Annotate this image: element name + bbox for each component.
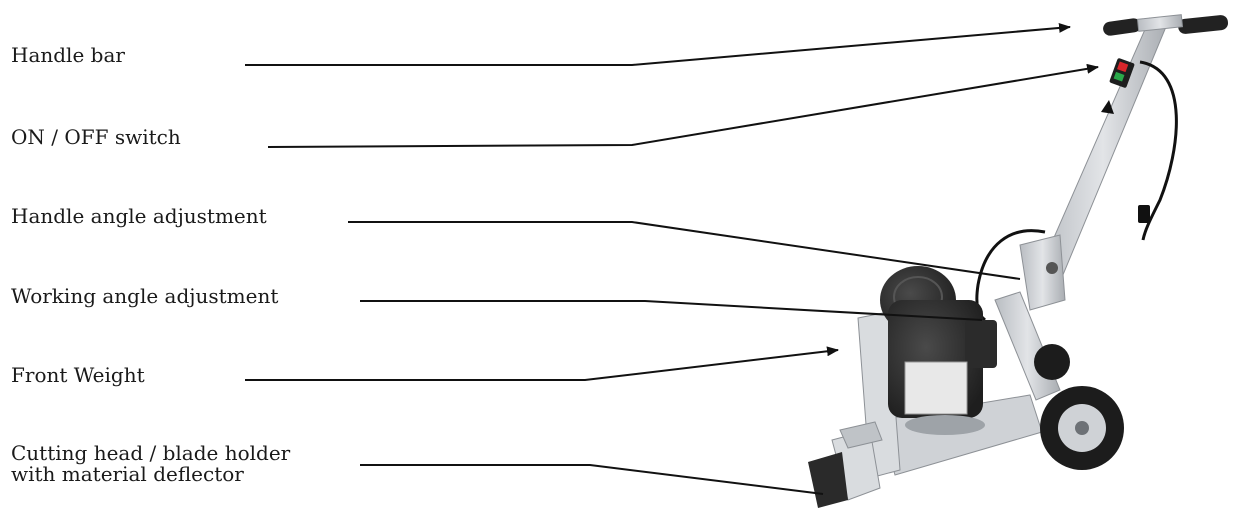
- leader-working-angle-adjustment: [360, 300, 983, 321]
- label-handle-angle-adjustment: Handle angle adjustment: [11, 206, 267, 227]
- label-cutting-head-line1: Cutting head / blade holder: [11, 441, 291, 465]
- handle-grip-right-icon: [1178, 15, 1229, 34]
- label-working-angle-adjustment: Working angle adjustment: [11, 286, 278, 307]
- handle-angle-knob-icon: [1046, 262, 1058, 274]
- handle-grip-left-icon: [1103, 18, 1141, 36]
- handle-crossbar: [1136, 14, 1184, 32]
- floor-scraper-machine-illustration: [808, 14, 1229, 508]
- label-working-angle-adjustment-text: Working angle adjustment: [11, 284, 279, 308]
- motor-info-label-icon: [904, 361, 968, 415]
- blade-icon: [808, 452, 848, 508]
- label-front-weight-text: Front Weight: [11, 363, 145, 387]
- label-on-off-switch: ON / OFF switch: [11, 127, 181, 148]
- label-cutting-head: Cutting head / blade holder with materia…: [11, 443, 290, 485]
- leader-on-off-switch: [267, 63, 1099, 148]
- motor-base-ring: [905, 415, 985, 435]
- material-deflector: [839, 421, 883, 449]
- on-off-switch-icon: [1109, 58, 1135, 88]
- leader-front-weight: [245, 346, 839, 381]
- leader-cutting-head: [360, 464, 824, 495]
- label-cutting-head-line2: with material deflector: [11, 462, 244, 486]
- handle-angle-bracket: [1019, 234, 1066, 311]
- power-cord: [1139, 60, 1178, 241]
- leader-lines: [245, 22, 1099, 495]
- warning-triangle-icon: [1101, 100, 1114, 114]
- motor-terminal-box: [965, 320, 997, 368]
- rear-wheel-left-icon: [1034, 344, 1070, 380]
- leader-handle-bar: [245, 22, 1071, 66]
- label-handle-angle-adjustment-text: Handle angle adjustment: [11, 204, 267, 228]
- label-handle-bar-text: Handle bar: [11, 43, 125, 67]
- switch-red-button-icon: [1117, 61, 1129, 73]
- label-front-weight: Front Weight: [11, 365, 145, 386]
- leader-handle-angle-adjustment: [348, 221, 1021, 280]
- switch-green-button-icon: [1113, 71, 1125, 82]
- label-on-off-switch-text: ON / OFF switch: [11, 125, 181, 149]
- label-handle-bar: Handle bar: [11, 45, 125, 66]
- cord-plug-icon: [1138, 205, 1150, 223]
